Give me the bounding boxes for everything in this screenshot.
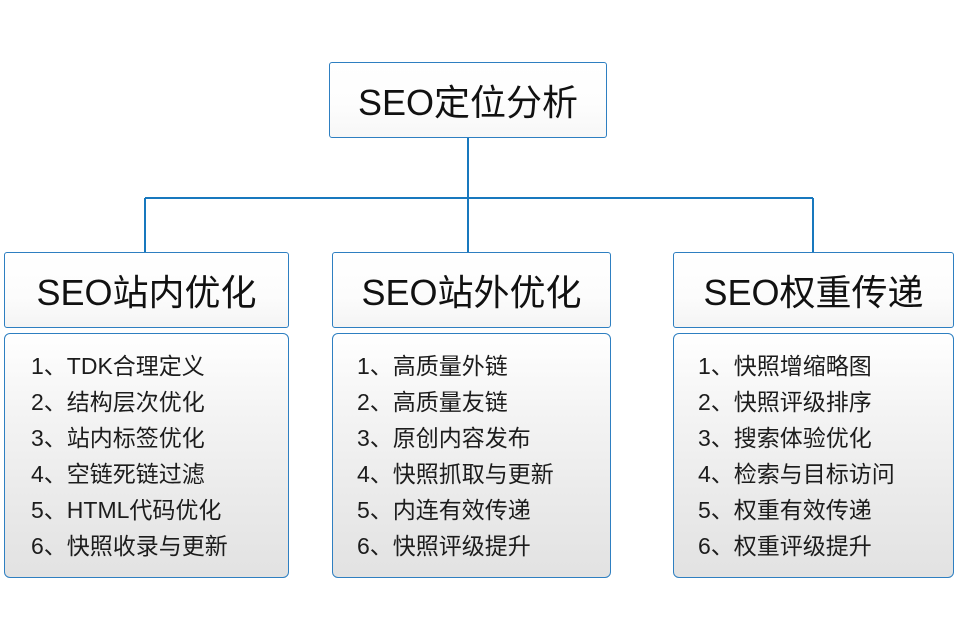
list-item: 6、权重评级提升 bbox=[698, 533, 872, 559]
list-item: 5、内连有效传递 bbox=[357, 497, 531, 523]
list-item: 4、检索与目标访问 bbox=[698, 461, 895, 487]
list-item: 5、HTML代码优化 bbox=[31, 497, 222, 523]
list-item: 6、快照评级提升 bbox=[357, 533, 531, 559]
list-item: 4、空链死链过滤 bbox=[31, 461, 205, 487]
list-item: 3、搜索体验优化 bbox=[698, 425, 872, 451]
list-item: 4、快照抓取与更新 bbox=[357, 461, 554, 487]
branch-column-seo-onsite: SEO站内优化 1、TDK合理定义 2、结构层次优化 3、站内标签优化 4、空链… bbox=[4, 252, 289, 578]
branch-header-0[interactable]: SEO站内优化 bbox=[4, 252, 289, 328]
branch-header-label-1: SEO站外优化 bbox=[361, 272, 582, 313]
list-item: 5、权重有效传递 bbox=[698, 497, 872, 523]
branch-column-seo-offsite: SEO站外优化 1、高质量外链 2、高质量友链 3、原创内容发布 4、快照抓取与… bbox=[332, 252, 611, 578]
root-node-label: SEO定位分析 bbox=[357, 82, 579, 123]
list-item: 1、TDK合理定义 bbox=[31, 353, 205, 379]
list-item: 3、站内标签优化 bbox=[31, 425, 205, 451]
root-node[interactable]: SEO定位分析 bbox=[329, 62, 607, 138]
list-item: 3、原创内容发布 bbox=[357, 425, 531, 451]
list-item: 2、结构层次优化 bbox=[31, 389, 205, 415]
list-item: 1、高质量外链 bbox=[357, 353, 508, 379]
branch-header-2[interactable]: SEO权重传递 bbox=[673, 252, 954, 328]
list-item: 6、快照收录与更新 bbox=[31, 533, 228, 559]
branch-header-label-2: SEO权重传递 bbox=[703, 272, 924, 313]
branch-list-2: 1、快照增缩略图 2、快照评级排序 3、搜索体验优化 4、检索与目标访问 5、权… bbox=[673, 333, 954, 578]
branch-column-seo-weight: SEO权重传递 1、快照增缩略图 2、快照评级排序 3、搜索体验优化 4、检索与… bbox=[673, 252, 954, 578]
list-item: 2、高质量友链 bbox=[357, 389, 508, 415]
branch-list-1: 1、高质量外链 2、高质量友链 3、原创内容发布 4、快照抓取与更新 5、内连有… bbox=[332, 333, 611, 578]
list-item: 2、快照评级排序 bbox=[698, 389, 872, 415]
branch-header-1[interactable]: SEO站外优化 bbox=[332, 252, 611, 328]
branch-list-0: 1、TDK合理定义 2、结构层次优化 3、站内标签优化 4、空链死链过滤 5、H… bbox=[4, 333, 289, 578]
branch-header-label-0: SEO站内优化 bbox=[36, 272, 257, 313]
list-item: 1、快照增缩略图 bbox=[698, 353, 872, 379]
